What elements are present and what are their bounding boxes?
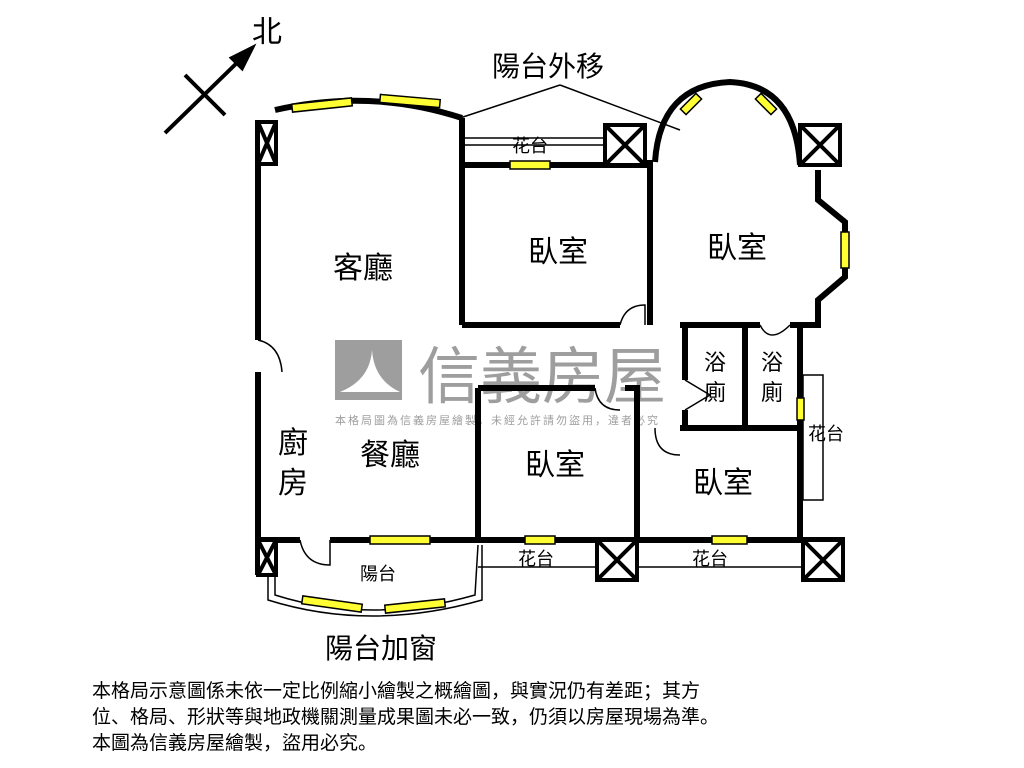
bathroom-1-label-1: 浴	[704, 351, 726, 376]
watermark-brand: 信義房屋	[418, 340, 666, 413]
north-label: 北	[252, 15, 282, 50]
watermark-notice: 本格局圖為信義房屋繪製，未經允許請勿盜用，違者必究	[335, 413, 660, 427]
planter-bottom-2-label: 花台	[692, 549, 728, 570]
watermark-logo	[335, 340, 402, 400]
balcony-moved-out-label: 陽台外移	[492, 50, 604, 83]
planter-outlines	[267, 137, 824, 617]
planter-top-label: 花台	[512, 136, 548, 157]
disclaimer-line: 本格局示意圖係未依一定比例縮小繪製之概繪圖，與實況仍有差距；其方	[92, 680, 701, 702]
bedroom-2-label: 臥室	[707, 231, 767, 266]
bathroom-2-label-2: 廁	[761, 381, 783, 406]
disclaimer-line: 本圖為信義房屋繪製，盜用必究。	[92, 732, 378, 754]
bedroom-1-label: 臥室	[528, 235, 588, 270]
walls	[255, 78, 848, 575]
bedroom-4-label: 臥室	[693, 466, 753, 501]
pillars	[256, 120, 845, 582]
dining-room-label: 餐廳	[360, 438, 420, 473]
planter-bottom-1-label: 花台	[518, 549, 554, 570]
disclaimer-line: 位、格局、形狀等與地政機關測量成果圖未必一致，仍須以房屋現場為準。	[92, 706, 720, 728]
kitchen-label-2: 房	[278, 466, 308, 501]
kitchen-label-1: 廚	[278, 426, 308, 461]
living-room-label: 客廳	[333, 251, 393, 286]
bathroom-1-label-2: 廁	[704, 381, 726, 406]
leader-lines	[459, 84, 681, 131]
doors	[257, 304, 791, 566]
disclaimer: 本格局示意圖係未依一定比例縮小繪製之概繪圖，與實況仍有差距；其方 位、格局、形狀…	[92, 678, 972, 756]
north-arrow-icon	[163, 43, 257, 135]
bedroom-3-label: 臥室	[525, 448, 585, 483]
planter-right-label: 花台	[808, 424, 844, 445]
windows	[290, 92, 850, 614]
bathroom-2-label-1: 浴	[761, 351, 783, 376]
balcony-label: 陽台	[360, 564, 396, 585]
balcony-window-added-label: 陽台加窗	[325, 632, 437, 665]
